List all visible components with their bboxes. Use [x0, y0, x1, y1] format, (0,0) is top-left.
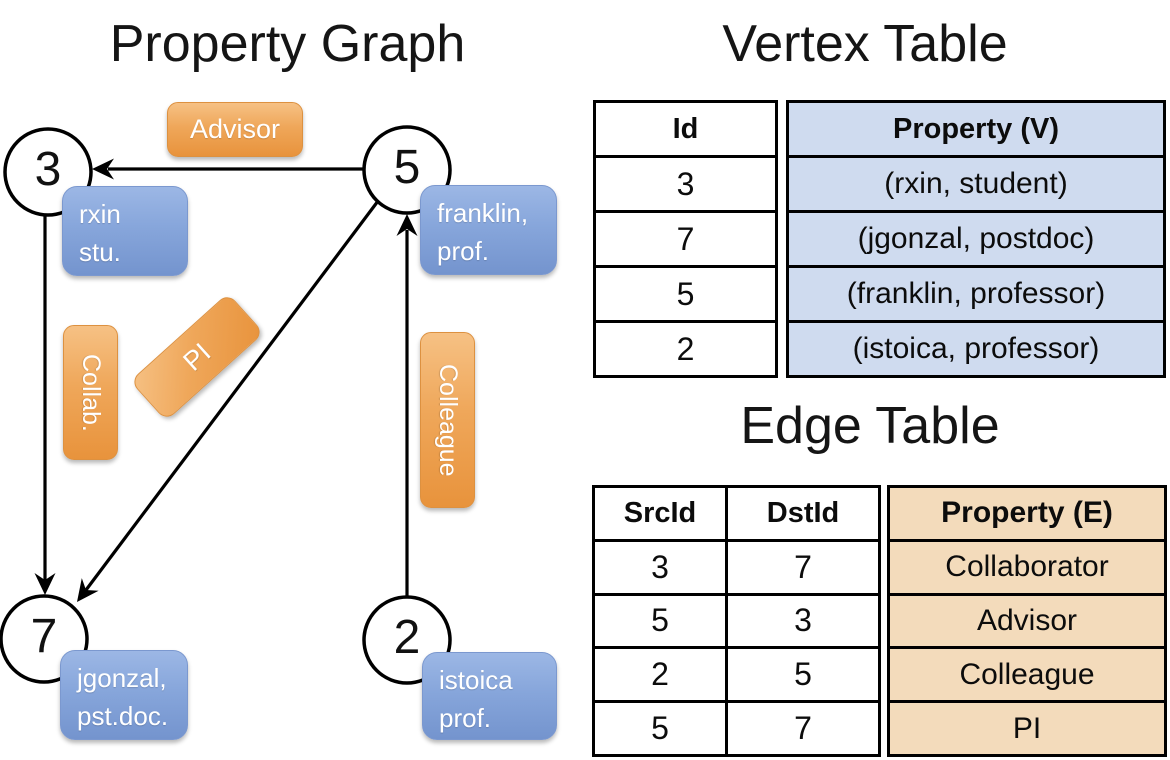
vertex-id-7: 7: [30, 610, 58, 664]
edge-table-id-columns: SrcId DstId 3 7 5 3 2 5 5 7: [592, 485, 881, 757]
node-property-box-istoica: istoica prof.: [422, 652, 557, 740]
vertex-table-id-column: Id 3 7 5 2: [593, 100, 778, 378]
edge-table-src-cell: 5: [595, 703, 725, 754]
vertex-table-header-id: Id: [596, 103, 775, 155]
node-property-box-jgonzal: jgonzal, pst.doc.: [60, 650, 188, 740]
property-graph-title: Property Graph: [109, 15, 466, 73]
edge-table-dst-cell: 3: [728, 595, 878, 647]
edge-table-property-column: Property (E) Collaborator Advisor Collea…: [887, 485, 1167, 757]
arrowhead-into-7-vertical: [34, 573, 56, 595]
edge-line-5-7: [84, 200, 380, 591]
edge-label-colleague: Colleague: [420, 332, 475, 508]
edge-table-src-cell: 2: [595, 649, 725, 701]
edge-table-property-cell: PI: [890, 703, 1164, 754]
edge-table-dst-cell: 7: [728, 541, 878, 593]
vertex-table-property-cell: (istoica, professor): [789, 323, 1163, 375]
arrowhead-into-3: [92, 158, 114, 180]
edge-table-property-cell: Collaborator: [890, 541, 1164, 593]
vertex-table-title: Vertex Table: [722, 15, 1008, 73]
edge-table-dst-cell: 5: [728, 649, 878, 701]
edge-label-collab: Collab.: [63, 325, 118, 460]
edge-table-src-cell: 3: [595, 541, 725, 593]
vertex-id-3: 3: [34, 143, 62, 197]
edge-table-dst-cell: 7: [728, 703, 878, 754]
edge-label-advisor: Advisor: [167, 102, 303, 157]
node-property-line: prof.: [437, 235, 490, 266]
node-property-box-rxin: rxin stu.: [62, 186, 188, 276]
arrowhead-into-7-diagonal: [77, 578, 99, 602]
node-property-line: istoica: [439, 665, 513, 695]
vertex-table-property-cell: (franklin, professor): [789, 268, 1163, 320]
vertex-table-header-property: Property (V): [789, 103, 1163, 155]
node-property-line: prof.: [439, 702, 492, 733]
vertex-id-2: 2: [393, 611, 421, 665]
edge-table-header-srcid: SrcId: [595, 488, 725, 539]
node-property-line: franklin,: [437, 198, 529, 228]
edge-table-header-dstid: DstId: [728, 488, 878, 539]
vertex-table-property-cell: (rxin, student): [789, 158, 1163, 210]
node-property-line: stu.: [79, 236, 121, 267]
node-property-line: rxin: [79, 199, 121, 229]
vertex-table-property-column: Property (V) (rxin, student) (jgonzal, p…: [786, 100, 1166, 378]
vertex-table-id-cell: 2: [596, 323, 775, 375]
vertex-id-5: 5: [393, 141, 421, 195]
node-property-line: jgonzal,: [77, 663, 167, 693]
node-property-line: pst.doc.: [77, 700, 169, 731]
edge-table-property-cell: Colleague: [890, 649, 1164, 701]
vertex-table-property-cell: (jgonzal, postdoc): [789, 213, 1163, 265]
edge-table-src-cell: 5: [595, 595, 725, 647]
edge-table-title: Edge Table: [740, 397, 1000, 455]
edge-table-property-cell: Advisor: [890, 595, 1164, 647]
vertex-table-id-cell: 5: [596, 268, 775, 320]
arrowhead-into-5: [396, 214, 418, 236]
edge-table-header-property: Property (E): [890, 488, 1164, 539]
node-property-box-franklin: franklin, prof.: [420, 185, 557, 275]
vertex-table-id-cell: 3: [596, 158, 775, 210]
vertex-table-id-cell: 7: [596, 213, 775, 265]
